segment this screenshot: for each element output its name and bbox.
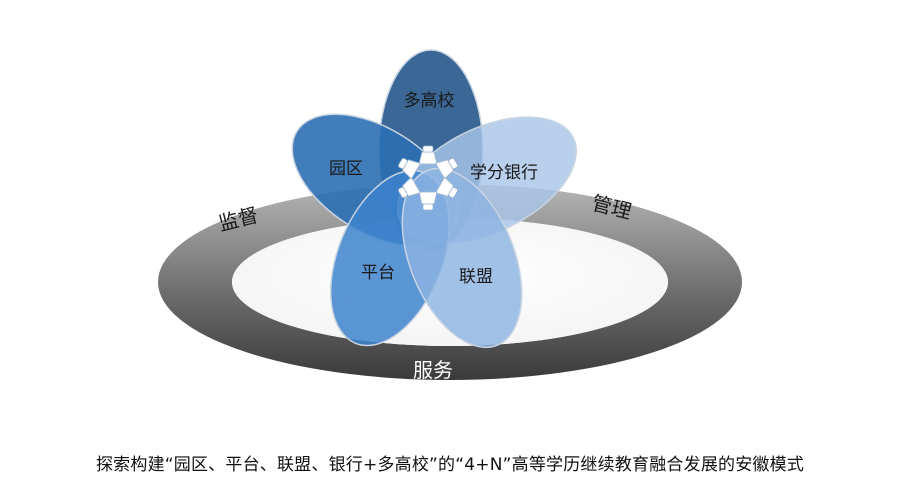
ring-label-bottom: 服务 [413,358,453,382]
petal-label-lower-left: 平台 [361,263,395,283]
petal-label-lower-right: 联盟 [459,267,493,287]
petal-label-upper-left: 园区 [329,159,363,179]
petal-label-top: 多高校 [404,91,455,111]
petal-label-upper-right: 学分银行 [470,163,538,183]
petals [291,49,577,349]
ring-band [158,184,742,380]
caption: 探索构建“园区、平台、联盟、银行+多高校”的“4+N”高等学历继续教育融合发展的… [95,455,805,475]
petal-lower-right [401,167,523,349]
linked-hands-icon [398,145,458,211]
